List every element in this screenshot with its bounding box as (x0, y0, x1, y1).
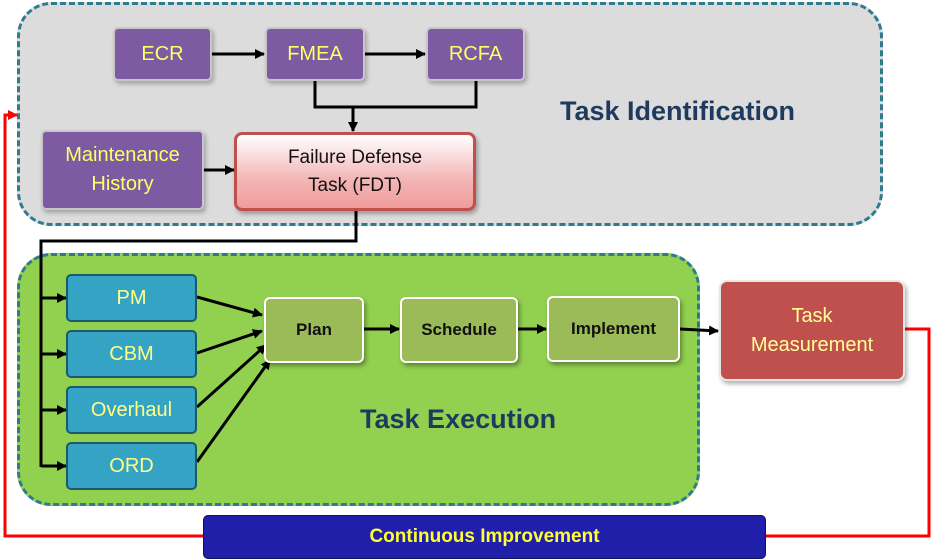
arrow-implement-to-measurement (679, 325, 719, 336)
arrow-cbm-to-plan (196, 329, 263, 355)
feedback-improvement-to-identification (3, 110, 203, 538)
maintenance-history-box: Maintenance History (41, 130, 204, 210)
arrow-overhaul-to-plan (195, 343, 268, 409)
task-measurement-box: Task Measurement (719, 280, 905, 381)
plan-box: Plan (264, 297, 364, 363)
task-execution-title: Task Execution (360, 404, 557, 434)
fmea-box: FMEA (265, 27, 365, 81)
feedback-measurement-to-improvement (766, 327, 931, 538)
continuous-improvement-bar: Continuous Improvement (203, 515, 766, 559)
arrow-pm-to-plan (196, 295, 263, 318)
ecr-box: ECR (113, 27, 212, 81)
overhaul-box: Overhaul (66, 386, 197, 434)
rcfa-box: RCFA (426, 27, 525, 81)
arrow-ord-to-plan (195, 359, 272, 463)
cbm-box: CBM (66, 330, 197, 378)
schedule-box: Schedule (400, 297, 518, 363)
implement-box: Implement (547, 296, 680, 362)
failure-defense-task-box: Failure Defense Task (FDT) (234, 132, 476, 211)
task-identification-title: Task Identification (560, 96, 796, 126)
ord-box: ORD (66, 442, 197, 490)
connector-fmea-rcfa-merge (313, 81, 478, 109)
pm-box: PM (66, 274, 197, 322)
